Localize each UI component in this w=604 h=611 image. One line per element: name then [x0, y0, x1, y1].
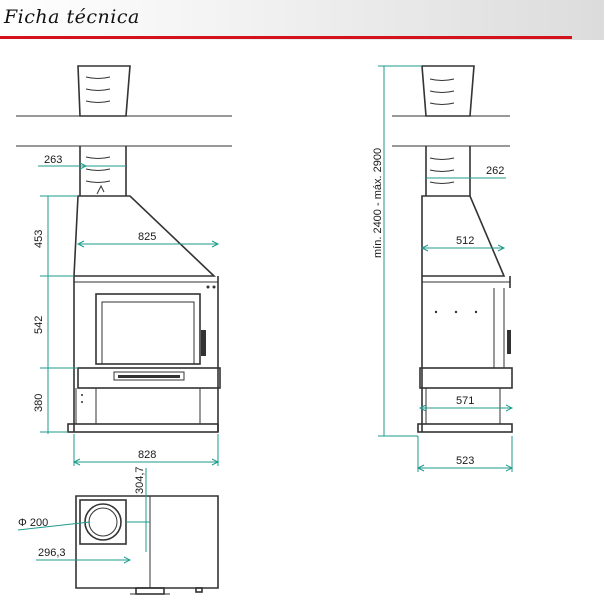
top-dimensions: [17, 468, 150, 564]
dim-flue-diameter: Φ 200: [18, 517, 48, 529]
side-view: [392, 65, 513, 433]
dim-body-depth: 571: [456, 395, 474, 407]
dim-flue-offset-x: 296,3: [38, 547, 66, 559]
dim-hood-width: 825: [138, 231, 156, 243]
side-dimensions: [378, 65, 514, 472]
dim-flue-offset-y: 304,7: [134, 466, 146, 494]
header-title: Ficha técnica: [4, 6, 140, 28]
dim-total-height-range: mín. 2400 - máx. 2900: [372, 148, 384, 258]
header-bar: Ficha técnica: [0, 0, 604, 40]
header-accent-rule: [0, 36, 572, 39]
dim-firebox-height: 542: [33, 316, 45, 334]
dim-chimney-depth: 262: [486, 165, 504, 177]
front-view: [16, 65, 232, 433]
front-dimensions: [38, 162, 220, 466]
dim-hood-height: 453: [33, 230, 45, 248]
dim-total-width: 828: [138, 449, 156, 461]
top-view: [75, 495, 219, 595]
dim-base-depth: 523: [456, 455, 474, 467]
dim-base-height: 380: [33, 394, 45, 412]
dim-hood-depth: 512: [456, 235, 474, 247]
dim-chimney-width: 263: [44, 154, 62, 166]
